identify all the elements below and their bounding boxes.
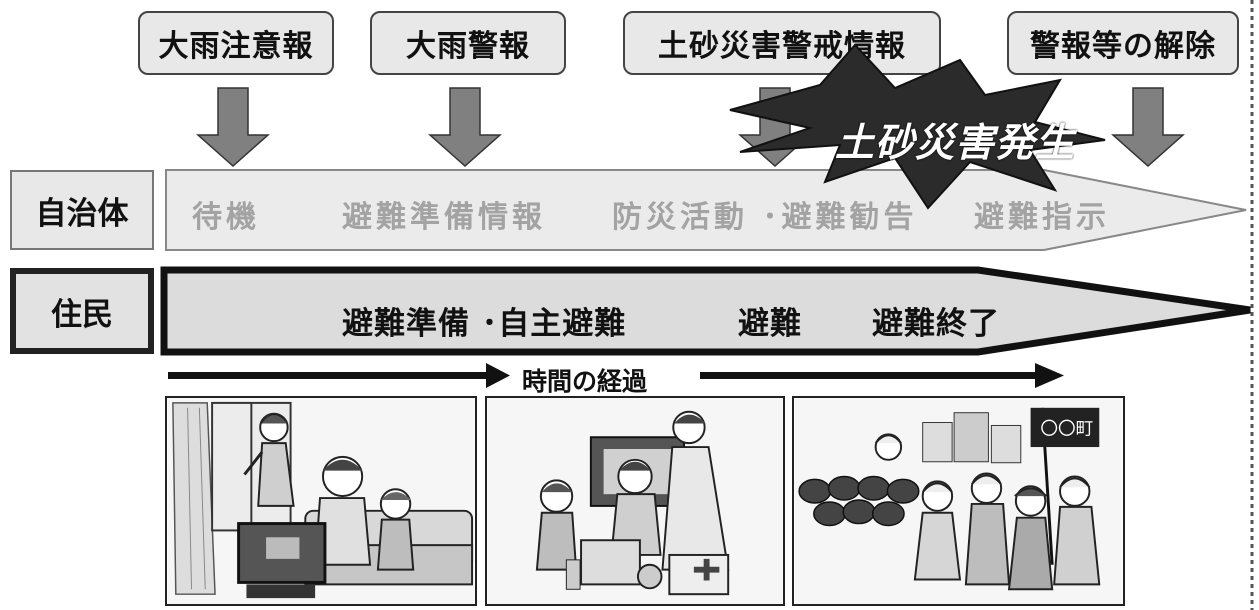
row-label-government: 自治体 [10, 170, 154, 250]
gov-stage-order: 避難指示 [974, 200, 1110, 235]
timeline-arrow [168, 363, 1064, 388]
dashed-border [1250, 0, 1254, 610]
government-arrow [165, 169, 1247, 251]
gov-stage-standby: 待機 [192, 200, 260, 235]
evacuating-crowd-icon: 〇〇町 [792, 396, 1125, 606]
alert-landslide-warning-info: 土砂災害警戒情報 [623, 11, 941, 75]
timeline-label: 時間の経過 [522, 367, 648, 396]
down-arrow-icon [1111, 87, 1185, 168]
family-watching-tv-icon [165, 396, 477, 606]
alert-warning-cancelled: 警報等の解除 [1007, 11, 1239, 75]
down-arrow-icon [196, 87, 270, 168]
alert-heavy-rain-warning: 大雨警報 [370, 11, 566, 75]
alert-heavy-rain-advisory: 大雨注意報 [138, 11, 334, 75]
gov-stage-advisory: 防災活動 ･避難勧告 [612, 200, 918, 235]
landslide-burst-icon [729, 43, 1106, 210]
res-stage-evac-end: 避難終了 [872, 306, 1000, 342]
preparing-supplies-icon [485, 396, 785, 606]
res-stage-prep-self-evac: 避難準備 ･自主避難 [342, 306, 627, 342]
down-arrow-icon [428, 87, 502, 168]
flag-label: 〇〇町 [1040, 418, 1093, 439]
residents-arrow [160, 266, 1251, 356]
res-stage-evacuation: 避難 [738, 306, 802, 342]
row-label-residents: 住民 [10, 268, 154, 354]
gov-stage-prep-info: 避難準備情報 [342, 200, 546, 235]
burst-label: 土砂災害発生 [835, 121, 1076, 166]
